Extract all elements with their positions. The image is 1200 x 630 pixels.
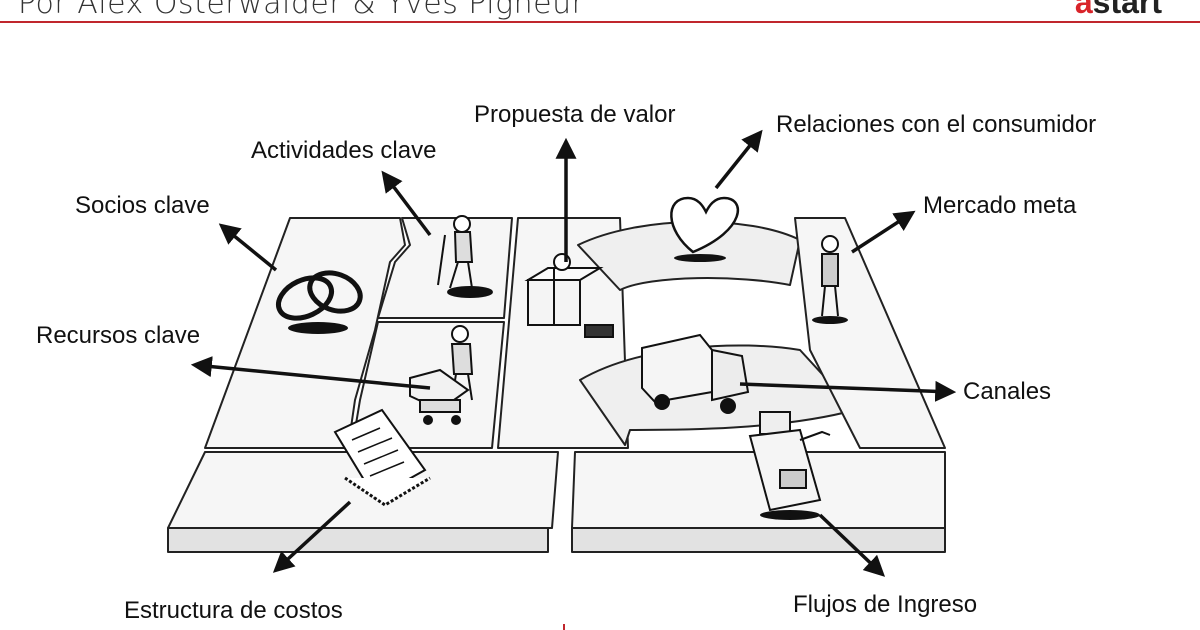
board-front-edge-right xyxy=(571,527,946,553)
brand-logo: astart xyxy=(1075,0,1162,21)
label-flujos-de-ingreso: Flujos de Ingreso xyxy=(793,591,978,618)
arrow-actividades xyxy=(381,170,432,237)
label-mercado-meta: Mercado meta xyxy=(923,192,1077,219)
arrow-recursos xyxy=(190,356,431,390)
brand-logo-text: start xyxy=(1092,0,1162,20)
arrow-relaciones xyxy=(714,129,763,190)
rings-icon xyxy=(276,270,363,334)
label-estructura-de-costos: Estructura de costos xyxy=(124,597,343,624)
label-propuesta-de-valor: Propuesta de valor xyxy=(474,101,676,128)
invoice-document-icon xyxy=(333,408,431,507)
label-recursos-clave: Recursos clave xyxy=(36,322,201,349)
arrow-flujos xyxy=(818,513,886,577)
header-subtitle: Por Alex Osterwalder & Yves Pigneur xyxy=(18,0,585,21)
arrow-socios xyxy=(218,223,278,272)
arrow-estructura xyxy=(272,500,352,573)
pointer-arrows xyxy=(190,129,957,577)
gift-box-icon xyxy=(524,253,614,338)
digging-person-icon xyxy=(437,215,493,298)
block-flujos xyxy=(571,451,946,529)
label-socios-clave: Socios clave xyxy=(75,192,210,219)
bottom-accent-tick xyxy=(563,624,565,630)
brand-logo-mark: a xyxy=(1074,0,1093,20)
cash-register-icon xyxy=(748,411,831,520)
worker-with-cart-icon xyxy=(409,325,474,425)
arrow-mercado xyxy=(851,210,916,254)
label-actividades-clave: Actividades clave xyxy=(251,137,437,164)
delivery-truck-icon xyxy=(641,333,750,414)
label-canales: Canales xyxy=(963,378,1052,405)
label-relaciones-con-el-consumidor: Relaciones con el consumidor xyxy=(776,111,1097,138)
standing-person-icon xyxy=(812,235,848,324)
board-front-edge xyxy=(167,527,549,553)
heart-icon xyxy=(670,196,740,262)
header-divider xyxy=(0,21,1200,23)
arrow-canales xyxy=(739,380,957,402)
